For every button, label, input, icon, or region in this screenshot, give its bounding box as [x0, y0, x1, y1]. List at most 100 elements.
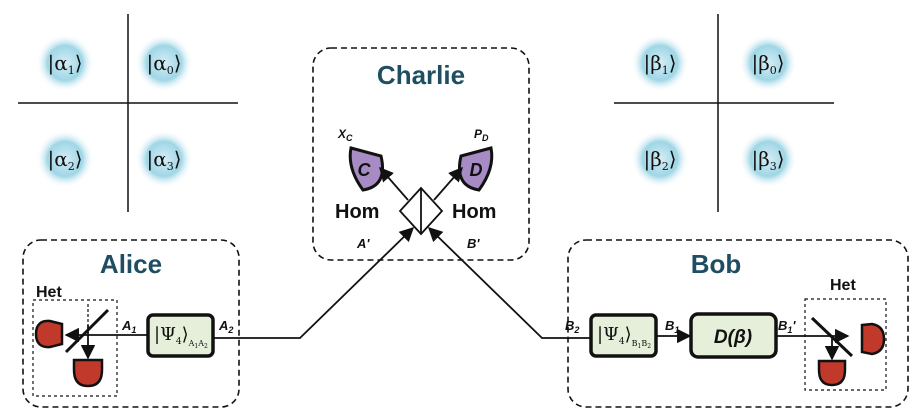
detector-c-type: Hom: [335, 201, 379, 223]
state-name: α: [153, 51, 167, 75]
svg-text:|α0⟩: |α0⟩: [146, 51, 181, 77]
bob-displacement: D(β): [689, 312, 778, 359]
bob-mode-b1prime-sub: 1: [787, 325, 792, 335]
epr-symbol: |Ψ: [597, 324, 619, 345]
state-sub: 1: [68, 64, 75, 77]
epr-mode2: B: [641, 339, 647, 348]
state-name: β: [758, 147, 770, 171]
state-name: α: [54, 51, 68, 75]
epr-n: 4: [619, 337, 625, 347]
bob-mode-b1prime: B: [778, 318, 787, 333]
state-name: β: [650, 51, 662, 75]
detector-d-quadrature-sub: D: [482, 133, 489, 143]
svg-text:|β2⟩: |β2⟩: [643, 147, 676, 173]
alice-state-alpha3: |α3⟩: [135, 130, 193, 188]
alice-mode-a1: A: [121, 318, 131, 333]
state-sub: 2: [68, 160, 75, 173]
svg-text:|β3⟩: |β3⟩: [751, 147, 784, 173]
alice-title: Alice: [100, 249, 162, 279]
svg-text:B2: B2: [565, 318, 579, 335]
alice-constellation: |α1⟩ |α0⟩ |α2⟩ |α3⟩: [18, 14, 238, 212]
alice-epr-box: [146, 313, 215, 358]
homodyne-detector-icon: [458, 146, 494, 192]
svg-text:|α3⟩: |α3⟩: [146, 147, 181, 173]
state-sub: 1: [662, 64, 669, 77]
svg-text:A2: A2: [218, 318, 233, 335]
svg-text:B1: B1: [665, 318, 679, 335]
alice-state-alpha2: |α2⟩: [36, 130, 94, 188]
charlie-box: [312, 47, 530, 261]
epr-mode1-sub: 1: [638, 343, 642, 350]
epr-symbol: |Ψ: [154, 324, 176, 345]
bob-het-label: Het: [830, 277, 856, 294]
svg-text:|Ψ4⟩B1B2: |Ψ4⟩B1B2: [597, 324, 651, 350]
detector-d-type: Hom: [452, 201, 496, 223]
bob-mode-b2: B: [565, 318, 574, 333]
bob-state-beta0: |β0⟩: [739, 34, 797, 92]
bob-mode-b1-sub: 1: [674, 325, 679, 335]
detector-c-letter: C: [358, 160, 372, 180]
alice-het-box: [32, 299, 118, 397]
bob-het-detector-bottom-icon: [817, 359, 847, 387]
alice-station: Alice Het A1 |Ψ4⟩A1A2 A2: [22, 239, 240, 408]
beam-to-detector-c: [379, 166, 409, 201]
epr-mode2-sub: 2: [647, 343, 651, 350]
bob-state-beta2: |β2⟩: [631, 130, 689, 188]
input-a-label: A': [356, 236, 370, 251]
svg-text:|α1⟩: |α1⟩: [47, 51, 82, 77]
alice-het-detector-bottom-icon: [72, 358, 104, 388]
epr-mode2: A: [197, 339, 204, 348]
svg-text:XC: XC: [337, 127, 353, 143]
alice-het-label: Het: [36, 284, 62, 301]
input-b-label: B': [467, 236, 480, 251]
homodyne-detector-icon: [348, 146, 384, 192]
detector-d-letter: D: [470, 160, 483, 180]
bob-het-beam-splitter: [810, 316, 854, 358]
channel-alice-to-charlie: [240, 226, 415, 339]
charlie-station: Charlie C XC Hom D PD Hom A' B': [312, 47, 530, 261]
alice-state-alpha0: |α0⟩: [135, 34, 193, 92]
state-sub: 0: [167, 64, 174, 77]
svg-text:|β0⟩: |β0⟩: [751, 51, 784, 77]
bob-mode-b2-sub: 2: [573, 325, 579, 335]
bob-het-detector-right-icon: [860, 322, 886, 356]
epr-mode1: A: [188, 339, 195, 348]
state-sub: 2: [662, 160, 669, 173]
epr-mode2-sub: 2: [204, 343, 208, 350]
detector-c: C: [348, 146, 384, 192]
state-name: α: [153, 147, 167, 171]
epr-mode1: B: [632, 339, 638, 348]
state-name: α: [54, 147, 68, 171]
state-sub: 3: [167, 160, 174, 173]
bob-mode-b1: B: [665, 318, 674, 333]
displacement-label: D(β): [714, 327, 752, 348]
epr-n: 4: [176, 337, 182, 347]
state-sub: 0: [770, 64, 777, 77]
channel-bob-to-charlie: [427, 226, 590, 339]
epr-mode1-sub: 1: [194, 343, 198, 350]
detector-c-quadrature-sub: C: [346, 133, 353, 143]
alice-het-beam-splitter: [64, 308, 110, 354]
svg-text:B1': B1': [778, 318, 796, 335]
charlie-title: Charlie: [377, 60, 465, 90]
svg-text:|β1⟩: |β1⟩: [643, 51, 676, 77]
bob-box: [567, 239, 909, 408]
state-name: β: [650, 147, 662, 171]
alice-het-detector-left-icon: [34, 319, 64, 349]
svg-text:|α2⟩: |α2⟩: [47, 147, 82, 173]
alice-state-alpha1: |α1⟩: [36, 34, 94, 92]
alice-epr-source: |Ψ4⟩A1A2: [146, 313, 215, 358]
bob-state-beta3: |β3⟩: [739, 130, 797, 188]
state-name: β: [758, 51, 770, 75]
bob-title: Bob: [691, 249, 742, 279]
svg-text:|Ψ4⟩A1A2: |Ψ4⟩A1A2: [154, 324, 208, 350]
bob-epr-source: |Ψ4⟩B1B2: [589, 313, 658, 358]
alice-mode-a1-sub: 1: [131, 325, 136, 335]
detector-d: D: [458, 146, 494, 192]
bob-state-beta1: |β1⟩: [631, 34, 689, 92]
bob-mode-b1prime-mark: ': [792, 318, 796, 333]
bob-station: Bob B2 |Ψ4⟩B1B2 B1 D(β) B1' Het: [565, 239, 909, 408]
beam-to-detector-d: [433, 166, 463, 201]
svg-text:A1: A1: [121, 318, 136, 335]
